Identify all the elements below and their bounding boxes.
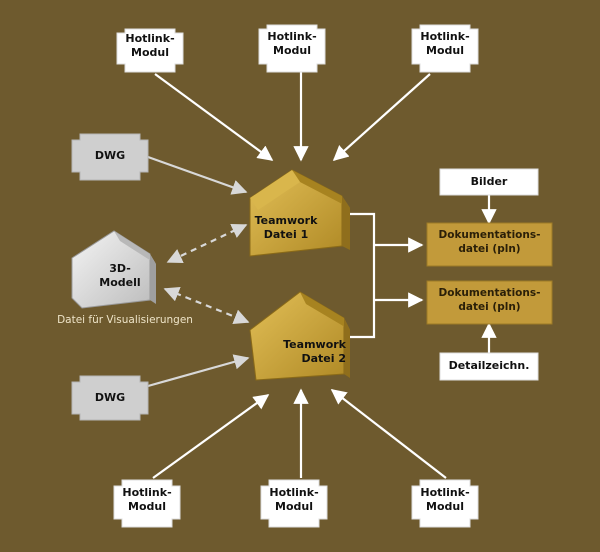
connector-teamwork-to-docs — [348, 212, 424, 339]
hotlink-modul-top-2-label: Hotlink-Modul — [267, 30, 317, 58]
dwg-box-bottom — [71, 375, 149, 421]
hotlink-modul-bottom-1 — [113, 479, 181, 528]
doc-box-2 — [426, 280, 553, 325]
doc-1-label: Dokumentations-datei (pln) — [438, 229, 541, 255]
visualization-caption: Datei für Visualisierungen — [57, 314, 193, 326]
hotlink-modul-top-2 — [258, 24, 326, 73]
detail-box — [439, 352, 539, 381]
arrows-bottom-hotlinks — [152, 388, 447, 479]
dwg-bottom-label: DWG — [94, 391, 126, 404]
dwg-box-top — [71, 133, 149, 181]
images-label: Bilder — [470, 175, 508, 188]
arrows-top-hotlinks — [154, 72, 431, 162]
hotlink-modul-top-1 — [116, 28, 184, 73]
images-box — [439, 168, 539, 196]
dashed-arrows-3d-model — [163, 223, 250, 325]
hotlink-modul-bottom-3 — [411, 479, 479, 528]
arrow-dwg-to-teamwork-2 — [147, 354, 250, 388]
3d-model-house — [71, 230, 156, 309]
hotlink-modul-top-3 — [411, 24, 479, 73]
hotlink-modul-top-3-label: Hotlink-Modul — [420, 30, 470, 58]
hotlink-modul-bottom-2-label: Hotlink-Modul — [269, 486, 319, 514]
dwg-top-label: DWG — [94, 149, 126, 162]
3d-model-label: 3D-Modell — [99, 262, 141, 290]
hotlink-modul-bottom-3-label: Hotlink-Modul — [420, 486, 470, 514]
teamwork-house-1 — [249, 169, 350, 257]
hotlink-modul-bottom-2 — [260, 479, 328, 528]
hotlink-modul-top-1-label: Hotlink-Modul — [125, 32, 175, 60]
doc-box-1 — [426, 222, 553, 267]
arrow-dwg-to-teamwork-1 — [147, 155, 248, 195]
detail-label: Detailzeichn. — [448, 359, 530, 372]
teamwork-house-2 — [249, 291, 350, 381]
hotlink-modul-bottom-1-label: Hotlink-Modul — [122, 486, 172, 514]
doc-2-label: Dokumentations-datei (pln) — [438, 287, 541, 313]
